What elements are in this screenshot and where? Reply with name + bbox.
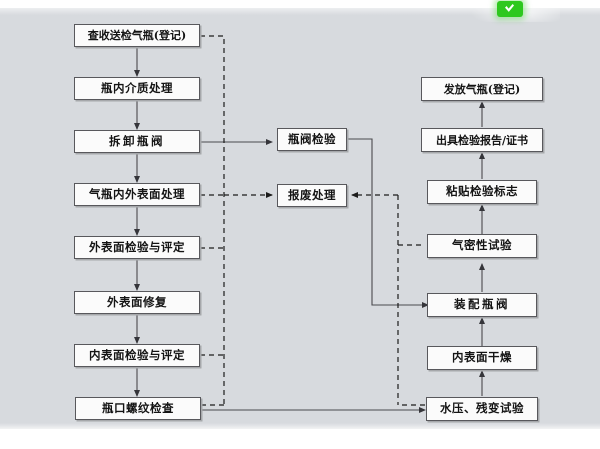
node-inner-surface-inspection[interactable]: 内表面检验与评定 (74, 344, 200, 367)
node-issue-report[interactable]: 出具检验报告/证书 (421, 128, 543, 152)
node-airtightness-test[interactable]: 气密性试验 (427, 234, 537, 258)
node-outer-surface-repair[interactable]: 外表面修复 (74, 291, 200, 314)
node-valve-inspection[interactable]: 瓶阀检验 (277, 128, 347, 151)
node-issue-cylinder[interactable]: 发放气瓶(登记) (421, 77, 543, 101)
node-medium-treatment[interactable]: 瓶内介质处理 (74, 77, 200, 100)
node-outer-surface-inspection[interactable]: 外表面检验与评定 (74, 236, 200, 259)
check-badge-watermark-icon (497, 1, 523, 17)
node-hydrostatic-test[interactable]: 水压、残变试验 (426, 397, 538, 421)
node-surface-treatment[interactable]: 气瓶内外表面处理 (74, 183, 200, 206)
bottom-edge-gradient (0, 423, 600, 429)
node-scrap-handling[interactable]: 报废处理 (277, 184, 347, 207)
node-remove-valve[interactable]: 拆卸瓶阀 (74, 130, 200, 153)
node-affix-label[interactable]: 粘贴检验标志 (427, 180, 537, 204)
node-inner-surface-drying[interactable]: 内表面干燥 (427, 346, 537, 370)
top-edge-gradient (0, 8, 600, 15)
node-receive-cylinder[interactable]: 查收送检气瓶(登记) (74, 24, 200, 47)
node-thread-inspection[interactable]: 瓶口螺纹检查 (75, 397, 201, 420)
node-assemble-valve[interactable]: 装配瓶阀 (427, 293, 537, 317)
